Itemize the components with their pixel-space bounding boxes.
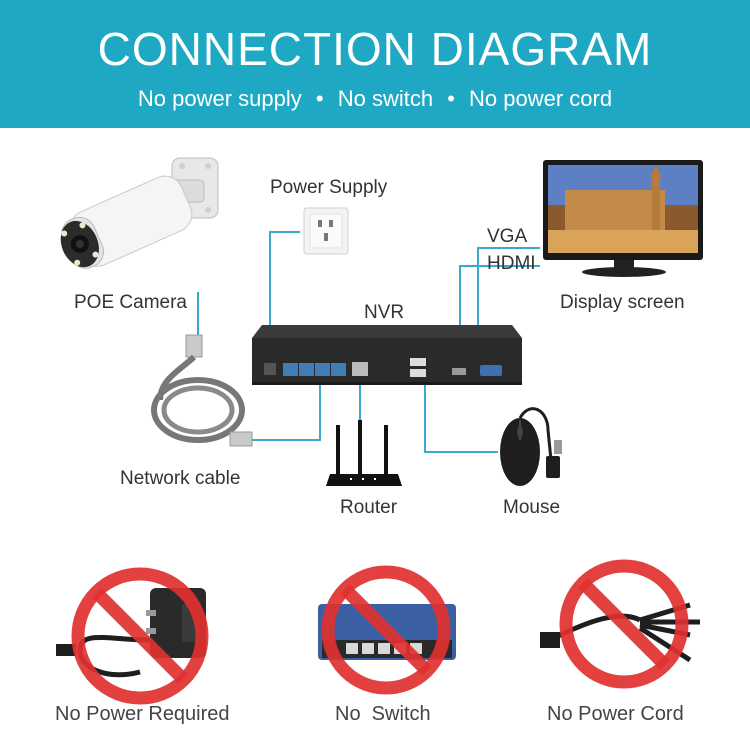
hdmi-label: HDMI — [487, 253, 536, 274]
power-supply-label: Power Supply — [270, 177, 388, 198]
prohibition-sign-1 — [71, 567, 209, 705]
poe-camera-icon — [60, 157, 219, 269]
vga-label: VGA — [487, 226, 528, 247]
no-power-cord-label: No Power Cord — [547, 703, 684, 725]
router-icon — [326, 420, 402, 486]
poe-camera-label: POE Camera — [74, 292, 187, 313]
prohibition-sign-3 — [559, 559, 689, 689]
header-banner — [0, 0, 750, 128]
display-screen-label: Display screen — [560, 292, 685, 313]
network-cable-line — [245, 382, 321, 441]
network-cable-icon — [151, 334, 253, 447]
network-cable-label: Network cable — [120, 468, 241, 489]
feature-list: No power supply • No switch • No power c… — [0, 86, 750, 112]
no-power-required-label: No Power Required — [55, 703, 230, 725]
feature-no-power-cord: No power cord — [469, 86, 613, 111]
bullet-1: • — [315, 86, 324, 111]
monitor-icon — [543, 160, 703, 277]
mouse-label: Mouse — [503, 497, 561, 518]
feature-no-power-supply: No power supply — [137, 86, 302, 111]
nvr-device-icon — [252, 325, 522, 385]
nvr-label: NVR — [364, 302, 405, 323]
router-label: Router — [340, 497, 398, 518]
mouse-icon — [500, 407, 562, 486]
page-title: CONNECTION DIAGRAM — [97, 23, 653, 75]
no-switch-label: No Switch — [335, 703, 431, 725]
power-socket-icon — [303, 207, 349, 255]
feature-no-switch: No switch — [337, 86, 434, 111]
mouse-line — [424, 382, 498, 453]
prohibition-sign-2 — [321, 565, 451, 695]
bullet-2: • — [447, 86, 455, 111]
